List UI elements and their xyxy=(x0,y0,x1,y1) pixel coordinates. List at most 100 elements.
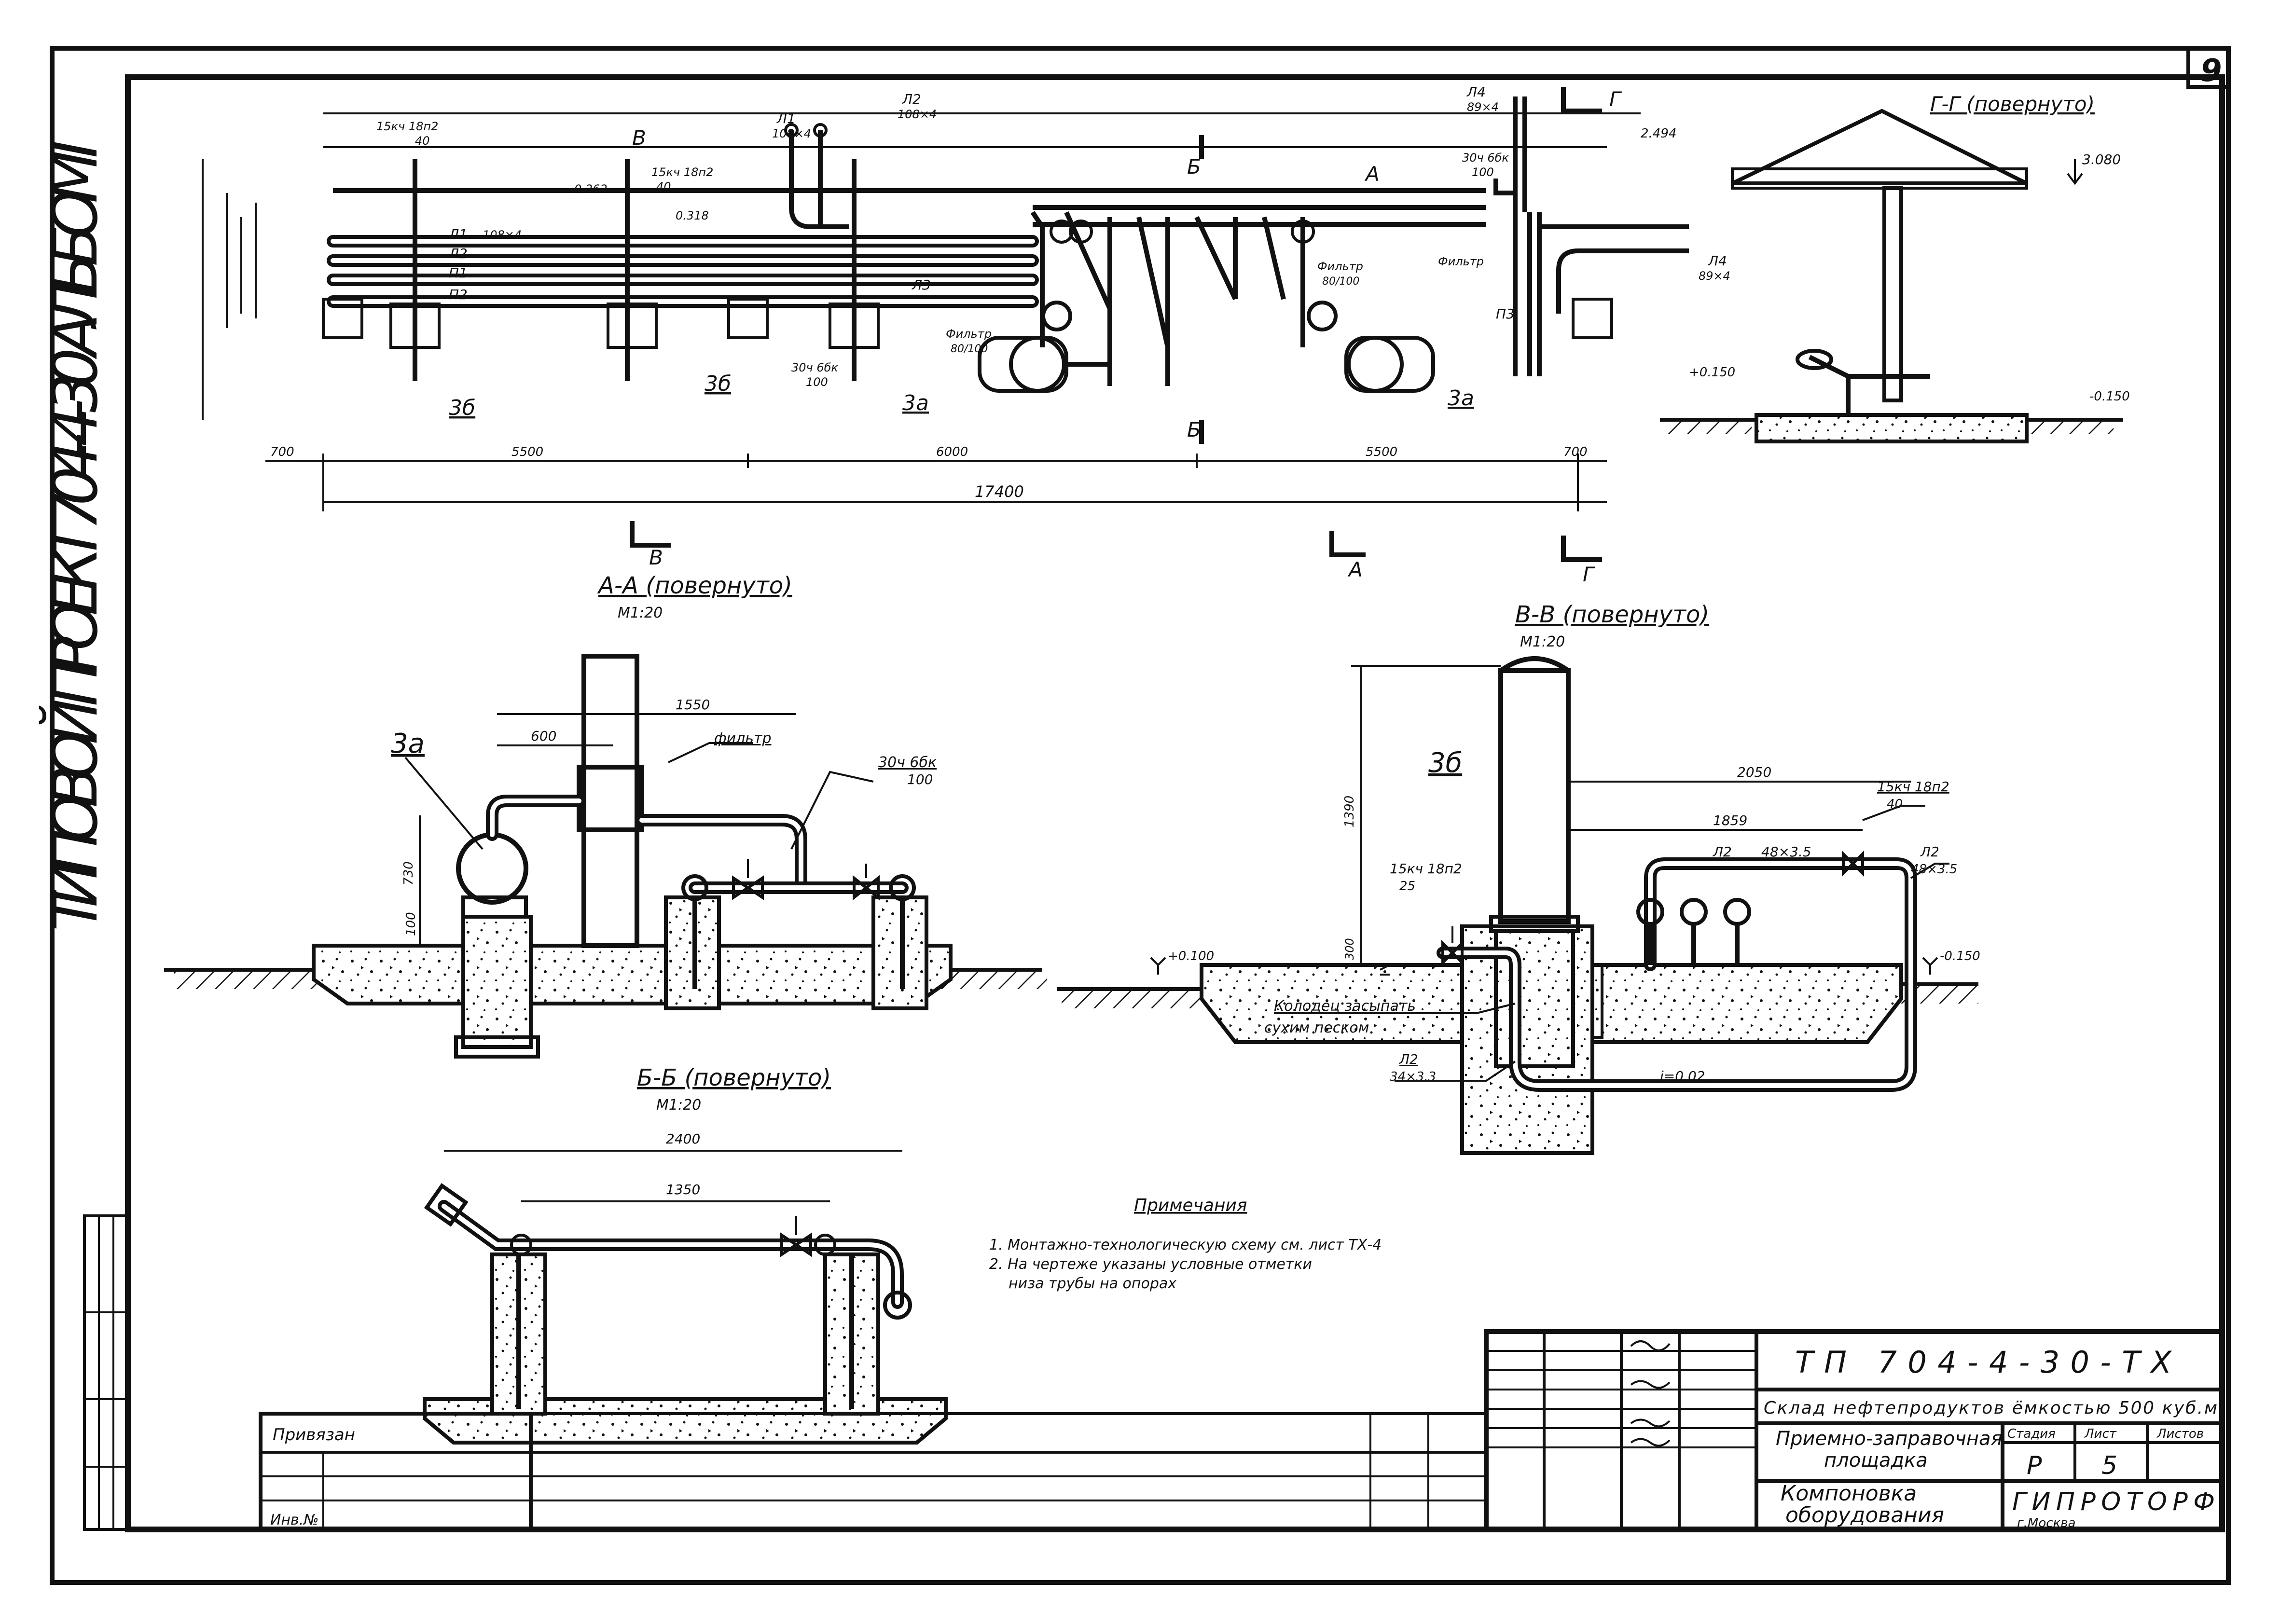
svg-text:3а: 3а xyxy=(902,391,929,415)
object-name-1: Приемно-заправочная xyxy=(1776,1428,2003,1450)
svg-text:5500: 5500 xyxy=(1366,445,1397,459)
svg-text:80/100: 80/100 xyxy=(951,343,988,355)
svg-text:89×4: 89×4 xyxy=(1467,100,1499,114)
svg-text:40: 40 xyxy=(1887,797,1903,812)
svg-text:1390: 1390 xyxy=(1342,796,1357,827)
org-name: ГИПРОТОРФ xyxy=(2012,1487,2215,1516)
section-vv xyxy=(1057,656,1978,1155)
svg-text:Г: Г xyxy=(1609,87,1622,111)
svg-text:Б: Б xyxy=(1187,418,1201,441)
section-aa xyxy=(164,654,1047,1059)
svg-text:фильтр: фильтр xyxy=(714,730,772,747)
svg-text:5500: 5500 xyxy=(511,445,543,459)
svg-text:48×3.5: 48×3.5 xyxy=(1761,844,1811,860)
svg-text:Л1: Л1 xyxy=(776,110,796,126)
pump-right xyxy=(1307,301,1435,393)
svg-text:100: 100 xyxy=(404,912,418,936)
svg-text:Фильтр: Фильтр xyxy=(1317,260,1363,273)
svg-text:Г: Г xyxy=(1583,563,1596,586)
svg-text:А: А xyxy=(1347,558,1363,581)
plan-overall-dim: 17400 xyxy=(975,482,1024,501)
svg-text:3б: 3б xyxy=(449,396,475,420)
section-vv-title: В-В (повернуто) xyxy=(1515,601,1709,628)
svg-text:Б: Б xyxy=(1187,155,1201,179)
svg-text:Л2: Л2 xyxy=(902,91,921,107)
svg-text:Листов: Листов xyxy=(2156,1427,2204,1441)
svg-text:сухим песком: сухим песком xyxy=(1264,1019,1369,1036)
svg-text:15кч 18п2: 15кч 18п2 xyxy=(376,120,438,133)
svg-text:700: 700 xyxy=(1563,445,1588,459)
svg-text:Л2: Л2 xyxy=(1399,1051,1418,1067)
svg-text:100: 100 xyxy=(1472,165,1494,179)
svg-text:2050: 2050 xyxy=(1737,764,1771,780)
svg-text:П1: П1 xyxy=(449,265,468,281)
svg-text:100: 100 xyxy=(907,771,933,787)
sheet-value: 5 xyxy=(2101,1451,2117,1480)
svg-text:-0.150: -0.150 xyxy=(2089,389,2130,404)
svg-text:Л1: Л1 xyxy=(448,226,468,242)
sheet-number: 9 xyxy=(2200,53,2222,89)
svg-text:2400: 2400 xyxy=(666,1131,700,1147)
doc-code: ТП 704-4-30-ТХ xyxy=(1795,1345,2172,1380)
svg-text:108×4: 108×4 xyxy=(898,108,937,121)
notes-title: Примечания xyxy=(1134,1196,1247,1215)
svg-text:40: 40 xyxy=(656,180,671,193)
svg-text:25: 25 xyxy=(1399,879,1415,894)
bound-label: Привязан xyxy=(273,1425,355,1445)
svg-text:М1:20: М1:20 xyxy=(1520,633,1565,650)
svg-text:48×3.5: 48×3.5 xyxy=(1911,862,1957,877)
notes: Примечания 1. Монтажно-технологическую с… xyxy=(989,1196,1382,1292)
svg-text:Л4: Л4 xyxy=(1466,84,1486,100)
svg-text:М1:20: М1:20 xyxy=(656,1097,701,1114)
note-item: 2. На чертеже указаны условные отметки xyxy=(989,1256,1312,1273)
svg-text:3б: 3б xyxy=(1428,747,1462,779)
svg-text:П2: П2 xyxy=(449,287,468,303)
section-bb-title: Б-Б (повернуто) xyxy=(637,1064,831,1091)
svg-text:1550: 1550 xyxy=(676,697,710,713)
svg-text:730: 730 xyxy=(401,861,416,885)
album-title: ТИПОВОЙ ПРОЕКТ 704-4-30 АЛЬБОМ I xyxy=(39,140,111,931)
svg-text:0.262: 0.262 xyxy=(574,182,608,196)
svg-text:1350: 1350 xyxy=(666,1182,700,1197)
left-stamp xyxy=(83,1214,129,1531)
svg-text:40: 40 xyxy=(415,134,430,148)
org-city: г.Москва xyxy=(2017,1516,2076,1530)
svg-text:В: В xyxy=(632,126,646,150)
svg-text:2.494: 2.494 xyxy=(1641,126,1676,141)
section-bb xyxy=(423,1150,948,1445)
note-item: 1. Монтажно-технологическую схему см. ли… xyxy=(989,1237,1382,1253)
svg-text:Л4: Л4 xyxy=(1708,253,1727,269)
svg-text:700: 700 xyxy=(270,445,294,459)
svg-text:3б: 3б xyxy=(705,372,731,396)
plan-dimensions xyxy=(202,112,1641,511)
sheet-title-1: Компоновка xyxy=(1781,1481,1917,1506)
svg-text:600: 600 xyxy=(531,728,556,744)
plan-view: Г Б Б А В В А Г 17400 700 5500 6000 5500… xyxy=(202,84,1730,586)
section-gg-title: Г-Г (повернуто) xyxy=(1930,92,2095,116)
svg-text:300: 300 xyxy=(1343,938,1356,960)
svg-text:6000: 6000 xyxy=(936,445,968,459)
svg-text:-0.150: -0.150 xyxy=(1940,949,1980,963)
sheet-title-2: оборудования xyxy=(1785,1503,1944,1528)
sheet-frame xyxy=(50,46,2231,1585)
svg-text:108×4: 108×4 xyxy=(772,127,811,140)
svg-text:3.080: 3.080 xyxy=(2082,151,2121,167)
svg-text:34×3.3: 34×3.3 xyxy=(1390,1070,1436,1084)
svg-text:Фильтр: Фильтр xyxy=(1438,255,1484,268)
svg-text:А: А xyxy=(1364,162,1380,186)
title-block xyxy=(259,1329,2225,1532)
svg-text:Колодец засыпать: Колодец засыпать xyxy=(1274,998,1416,1015)
svg-text:Л2: Л2 xyxy=(1920,844,1939,860)
svg-text:Лист: Лист xyxy=(2084,1427,2117,1441)
svg-text:i=0.02: i=0.02 xyxy=(1660,1068,1705,1084)
svg-text:В: В xyxy=(649,546,663,569)
svg-text:+0.150: +0.150 xyxy=(1689,365,1735,380)
stage-value: Р xyxy=(2027,1451,2042,1480)
svg-text:15кч 18п2: 15кч 18п2 xyxy=(651,165,713,179)
svg-text:3а: 3а xyxy=(391,728,425,759)
section-aa-title: А-А (повернуто) xyxy=(597,572,792,599)
svg-text:М1:20: М1:20 xyxy=(618,605,663,621)
project-name: Склад нефтепродуктов ёмкостью 500 куб.м xyxy=(1764,1398,2217,1418)
svg-text:15кч 18п2: 15кч 18п2 xyxy=(1390,861,1462,877)
